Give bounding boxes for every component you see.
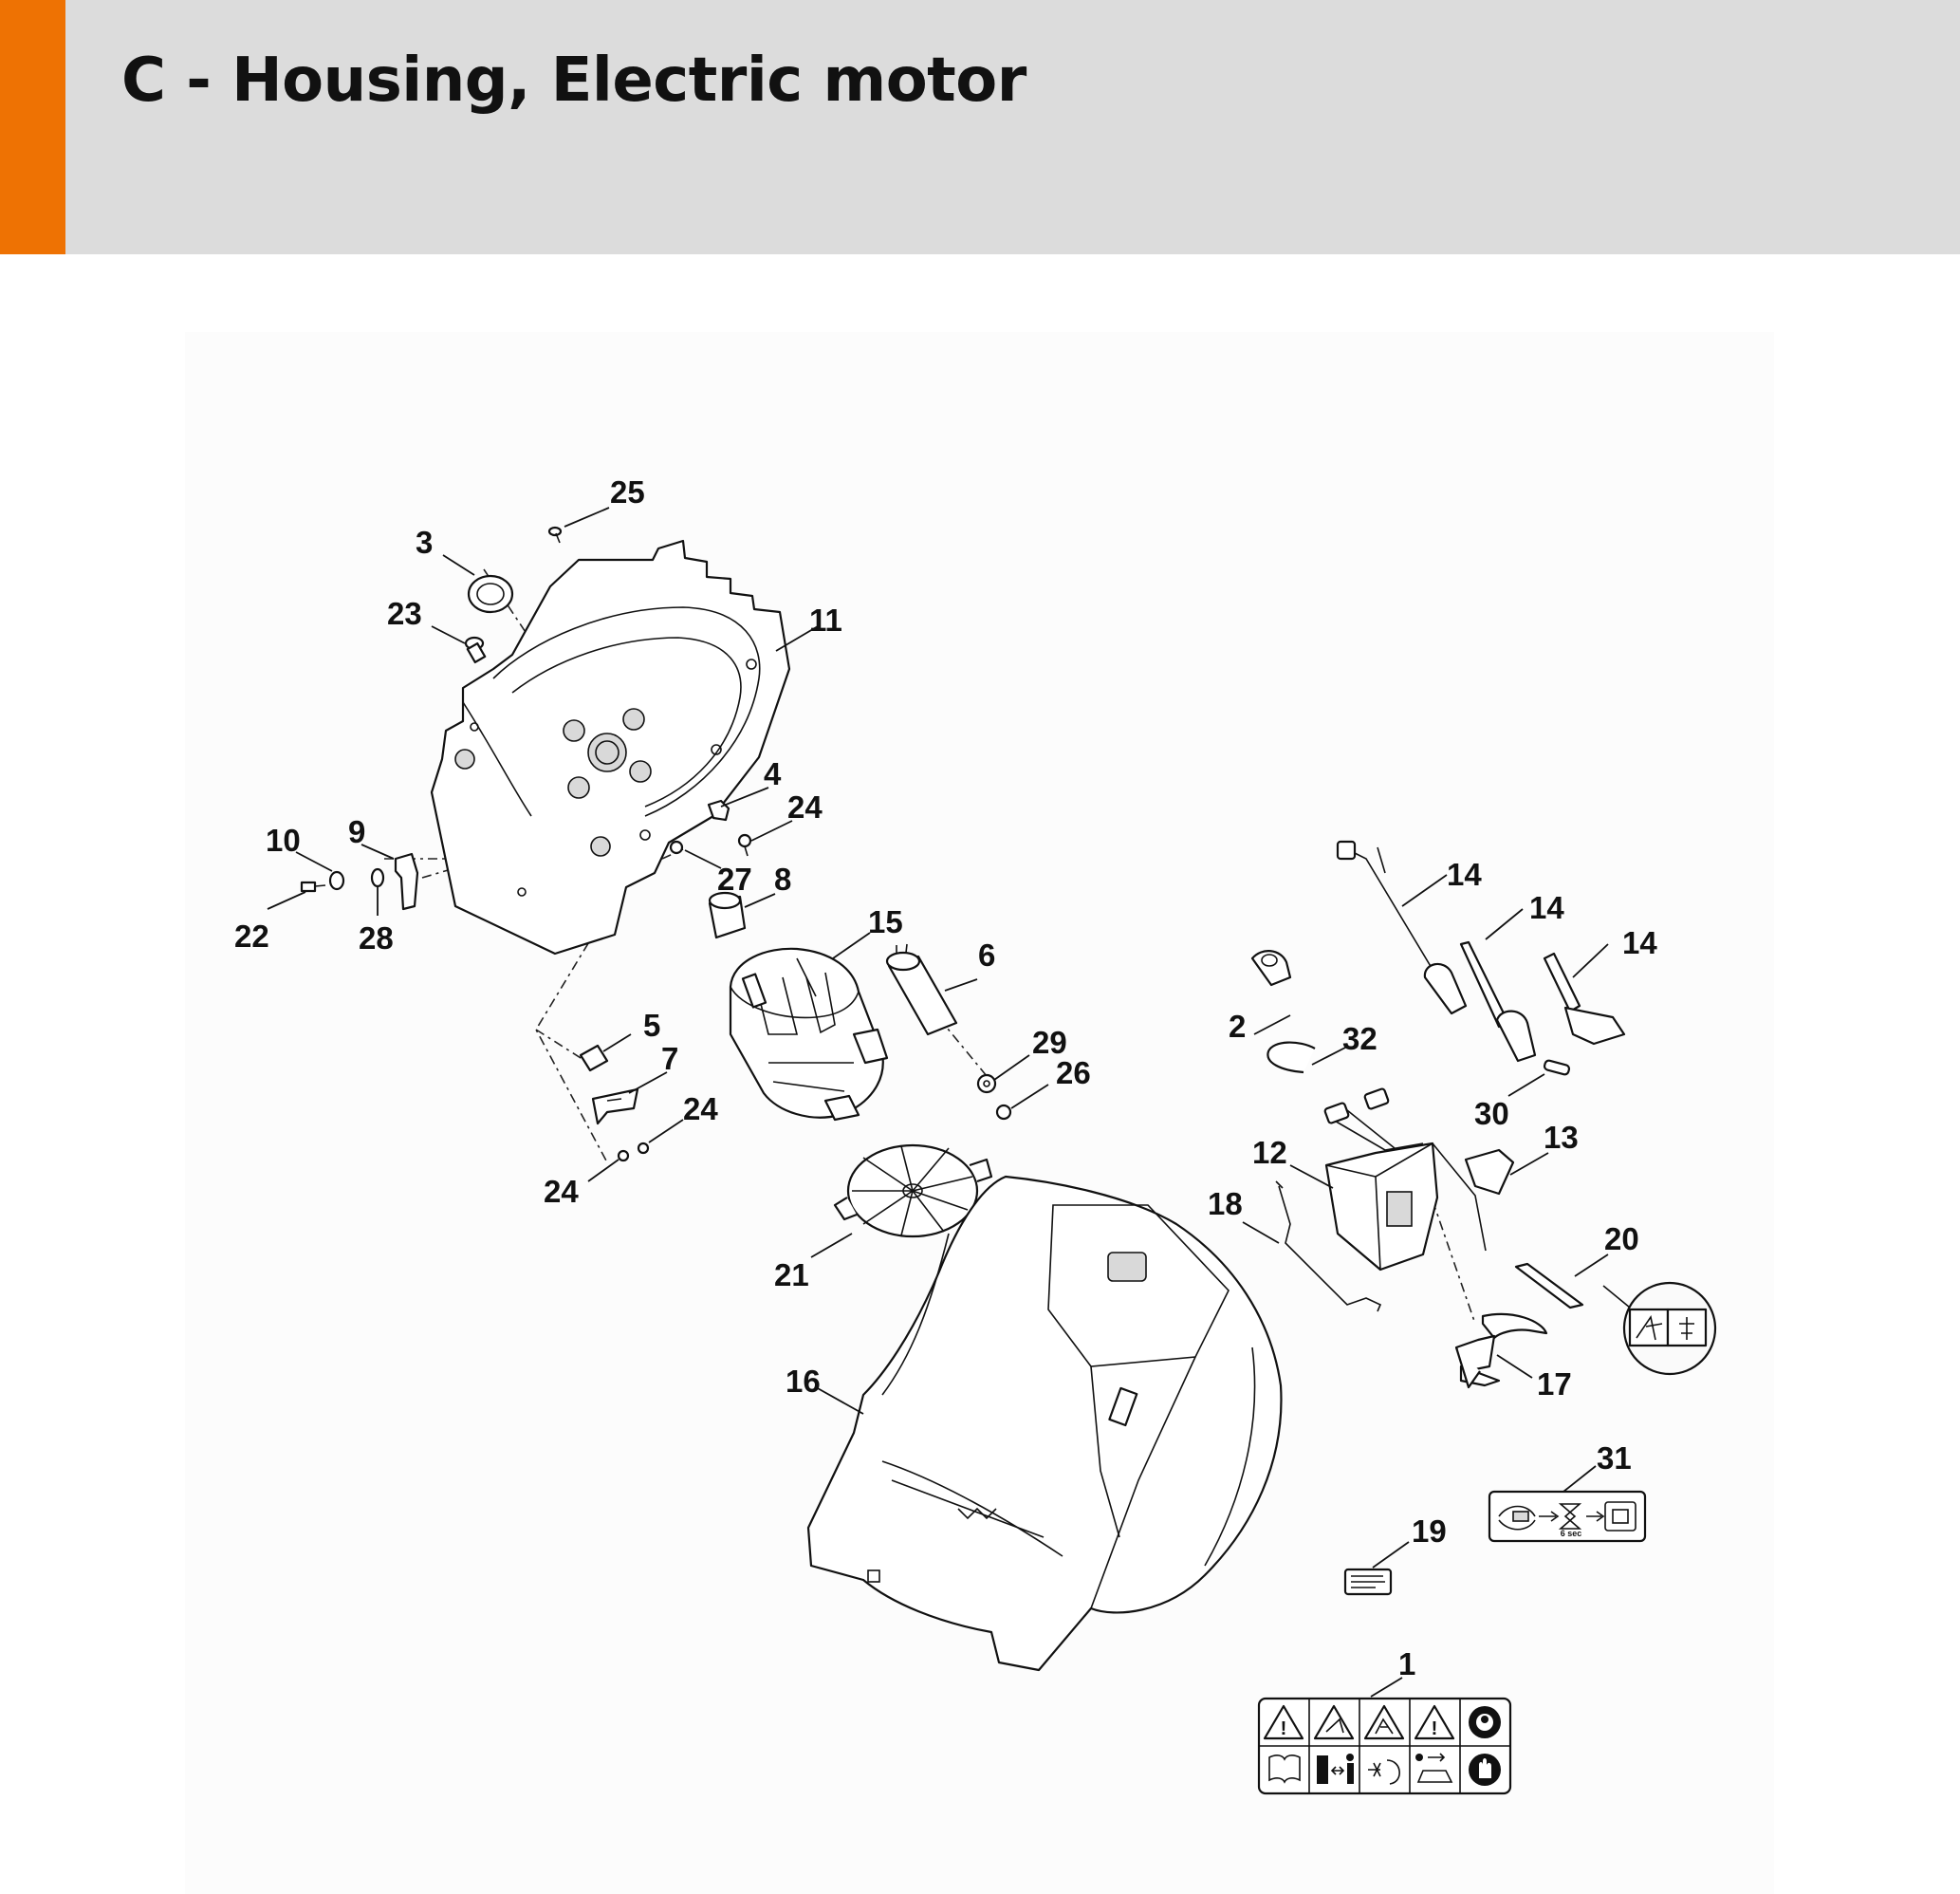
part-24-screws-pair — [617, 1142, 650, 1162]
part-22-screw — [300, 881, 326, 893]
part-18-spring — [1275, 1180, 1382, 1312]
callout-6: 6 — [978, 938, 995, 973]
page-header: C - Housing, Electric motor — [0, 0, 1960, 254]
instruction-icons — [1268, 1753, 1501, 1786]
part-17-switch-lever — [1454, 1312, 1548, 1389]
part-1-warning-decal: ! ! — [1257, 1697, 1512, 1795]
callout-18: 18 — [1208, 1186, 1243, 1221]
callout-19: 19 — [1412, 1513, 1447, 1549]
callout-11: 11 — [809, 603, 842, 638]
part-10-washer — [328, 870, 345, 891]
part-30-pin — [1543, 1059, 1571, 1076]
part-13-cover — [1464, 1148, 1515, 1196]
callout-14: 14 — [1447, 857, 1482, 892]
callout-32: 32 — [1342, 1021, 1378, 1056]
part-6-capacitor — [885, 943, 958, 1036]
part-31-switch-decal: 6 sec — [1488, 1490, 1647, 1543]
part-26-nut — [995, 1104, 1012, 1121]
part-12-switch-box — [1323, 1087, 1487, 1272]
part-20-label-sheet — [1514, 1262, 1584, 1309]
callout-26: 26 — [1056, 1055, 1091, 1090]
callout-22: 22 — [234, 919, 269, 954]
callout-30: 30 — [1474, 1096, 1509, 1131]
callout-13: 13 — [1544, 1120, 1579, 1155]
part-24-screw — [737, 833, 752, 857]
callout-24: 24 — [683, 1091, 718, 1126]
part-11-housing-cover — [430, 539, 791, 956]
part-3-bearing-ring — [467, 574, 514, 614]
part-32-circlip — [1267, 1041, 1316, 1074]
callout-9: 9 — [348, 814, 365, 849]
callout-21: 21 — [774, 1257, 809, 1292]
part-25-screw — [547, 526, 563, 544]
callout-1: 1 — [1398, 1646, 1415, 1681]
diagram-canvas — [185, 332, 1774, 1894]
part-23-screw — [464, 636, 487, 664]
callout-4: 4 — [764, 756, 782, 791]
part-14-cable-b — [1459, 940, 1537, 1063]
part-5-brush-block — [579, 1044, 609, 1072]
callout-14: 14 — [1529, 890, 1564, 925]
part-15-electric-motor — [729, 947, 889, 1122]
callout-2: 2 — [1229, 1009, 1246, 1044]
callout-27: 27 — [717, 862, 752, 897]
accent-bar — [0, 0, 65, 254]
part-8-bushing — [708, 891, 747, 939]
callout-25: 25 — [610, 474, 645, 510]
part-14-cable-a — [1336, 840, 1468, 1015]
part-28-washer — [370, 867, 385, 888]
timer-label: 6 sec — [1561, 1529, 1582, 1538]
callout-24: 24 — [544, 1174, 579, 1209]
callout-31: 31 — [1597, 1440, 1632, 1476]
part-20-detail-magnifier — [1602, 1281, 1717, 1376]
callout-10: 10 — [266, 823, 301, 858]
callout-20: 20 — [1604, 1221, 1639, 1256]
part-29-washer — [976, 1073, 997, 1094]
callout-7: 7 — [661, 1041, 678, 1076]
callout-3: 3 — [416, 525, 433, 560]
leader-lines — [267, 507, 1609, 1698]
part-2-cable-clip — [1250, 950, 1292, 987]
part-21-fan — [833, 1143, 993, 1238]
part-7-holder — [591, 1087, 639, 1125]
callout-29: 29 — [1032, 1025, 1067, 1060]
callout-numbers: 25 3 23 11 4 24 10 9 27 8 22 28 15 6 5 7… — [234, 474, 1657, 1681]
part-16-main-housing — [806, 1175, 1283, 1672]
callout-17: 17 — [1537, 1366, 1572, 1402]
callout-8: 8 — [774, 862, 791, 897]
svg-text:!: ! — [1281, 1718, 1287, 1739]
callout-16: 16 — [786, 1364, 821, 1399]
page-title: C - Housing, Electric motor — [121, 46, 1026, 116]
callout-12: 12 — [1252, 1135, 1287, 1170]
part-14-plug-c — [1543, 952, 1626, 1046]
callout-14: 14 — [1622, 925, 1657, 960]
warning-triangle-icons: ! ! — [1263, 1704, 1501, 1740]
callout-15: 15 — [868, 904, 903, 939]
callout-24: 24 — [787, 789, 823, 825]
callout-28: 28 — [359, 920, 394, 956]
callout-5: 5 — [643, 1008, 660, 1043]
part-19-rating-plate — [1343, 1568, 1393, 1596]
callout-23: 23 — [387, 596, 422, 631]
svg-text:!: ! — [1432, 1718, 1438, 1739]
part-27-nut — [669, 840, 684, 855]
part-9-bracket — [394, 852, 419, 911]
